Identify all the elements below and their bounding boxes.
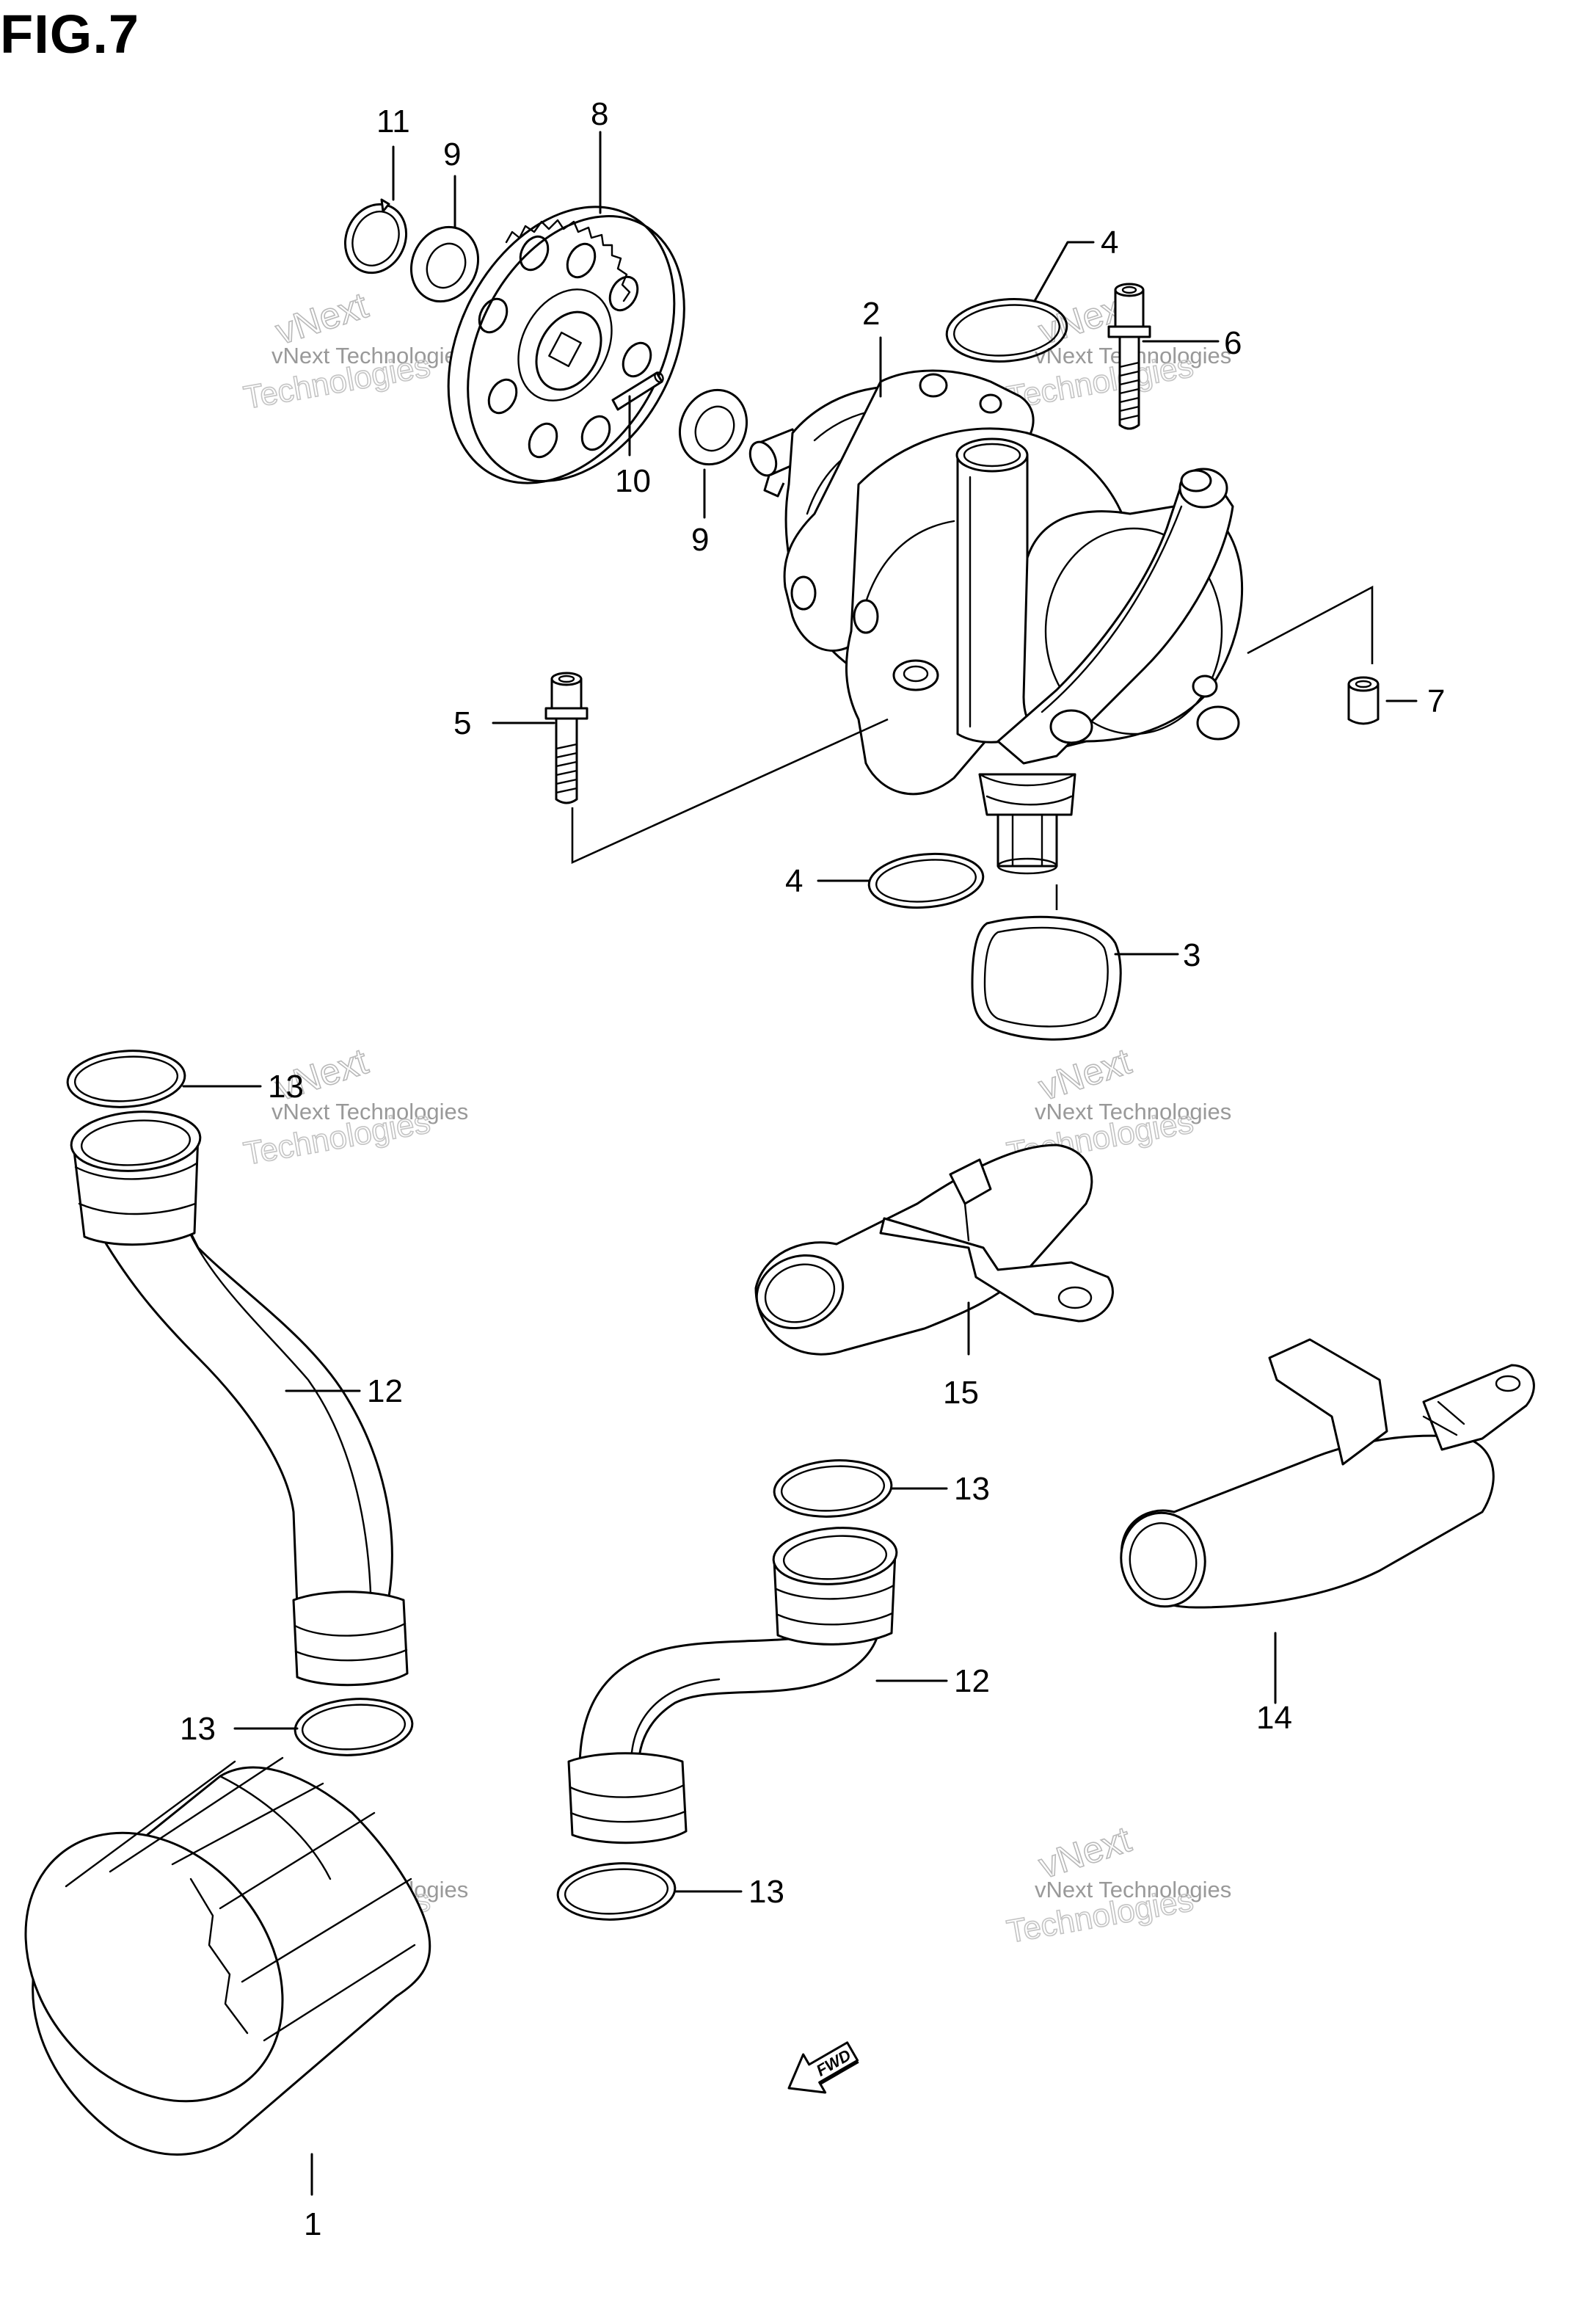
svg-text:vNext Technologies: vNext Technologies [272, 343, 468, 368]
callout-7: 7 [1427, 683, 1445, 719]
part-9-washer-upper [409, 225, 480, 303]
part-8-oil-pump-gear [447, 206, 685, 484]
part-9-washer-lower [678, 388, 748, 466]
callout-12-middle: 12 [954, 1663, 990, 1699]
part-2-oil-pump-assembly [748, 369, 1243, 875]
part-13-o-ring-d [556, 1862, 677, 1921]
part-1-oil-filter [24, 1756, 431, 2156]
callout-4-upper: 4 [1101, 225, 1118, 261]
part-11-circlip [343, 198, 408, 275]
part-4-o-ring-lower [867, 852, 985, 909]
callout-8: 8 [591, 96, 608, 132]
leader-lines [182, 131, 1418, 2196]
callout-9-lower: 9 [691, 522, 709, 558]
part-14-oil-pipe-with-bracket [1120, 1338, 1535, 1609]
callout-13-c: 13 [954, 1471, 990, 1507]
part-5-bolt [544, 672, 589, 804]
part-13-o-ring-c [773, 1459, 893, 1518]
watermark-1: vNext vNext Technologies Technologies [241, 284, 469, 417]
callout-4-lower: 4 [785, 863, 803, 899]
part-13-o-ring-a [66, 1050, 186, 1108]
callout-12-left: 12 [367, 1373, 403, 1409]
part-3-gasket [971, 915, 1122, 1041]
svg-text:vNext Technologies: vNext Technologies [272, 1099, 468, 1124]
callout-2: 2 [862, 296, 880, 332]
callout-1: 1 [304, 2206, 321, 2242]
figure-title: FIG.7 [0, 4, 140, 65]
part-7-dowel [1347, 676, 1380, 725]
callout-13-d: 13 [748, 1874, 784, 1910]
svg-text:vNext Technologies: vNext Technologies [1035, 1877, 1231, 1902]
part-15-oil-pipe-with-bracket [754, 1144, 1114, 1356]
callout-9-upper: 9 [443, 137, 461, 172]
part-10-pin [611, 371, 664, 411]
callout-13-a: 13 [268, 1069, 304, 1105]
part-12-oil-pipe-left [70, 1110, 409, 1687]
part-4-o-ring-upper [945, 298, 1068, 363]
watermark-3: vNext vNext Technologies Technologies [241, 1040, 469, 1173]
callout-labels: 11 9 8 10 9 2 4 6 5 7 4 3 13 12 13 13 12… [180, 96, 1445, 2242]
callout-6: 6 [1224, 325, 1242, 361]
part-13-o-ring-b [294, 1698, 414, 1756]
svg-text:vNext Technologies: vNext Technologies [1035, 1099, 1231, 1124]
part-12-oil-pipe-middle [567, 1527, 898, 1844]
callout-15: 15 [943, 1375, 979, 1411]
callout-3: 3 [1183, 937, 1200, 973]
callout-10: 10 [615, 463, 651, 499]
callout-5: 5 [453, 705, 471, 741]
watermark-6: vNext vNext Technologies Technologies [1004, 1818, 1232, 1951]
part-6-bolt [1107, 283, 1151, 430]
callout-13-b: 13 [180, 1711, 216, 1747]
callout-11: 11 [376, 103, 410, 139]
callout-14: 14 [1256, 1700, 1292, 1736]
fwd-arrow-icon: FWD [787, 2041, 859, 2094]
